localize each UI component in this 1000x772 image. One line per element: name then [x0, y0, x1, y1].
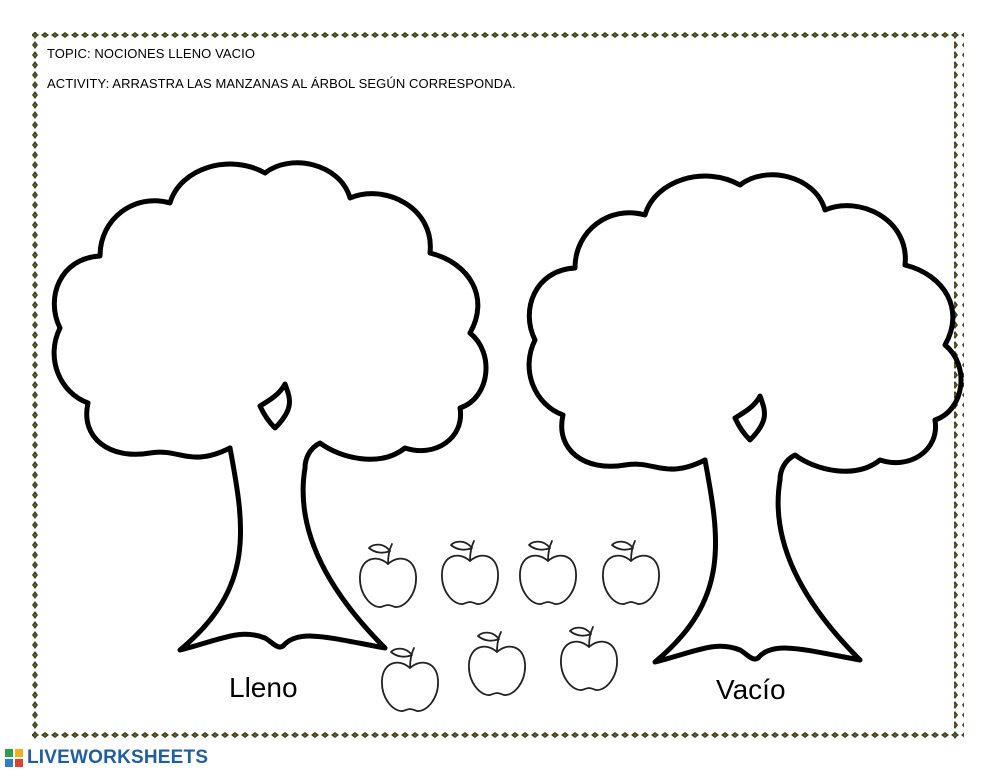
topic-text: TOPIC: NOCIONES LLENO VACIO	[47, 46, 256, 61]
draggable-apple-icon[interactable]	[556, 617, 622, 695]
draggable-apple-icon[interactable]	[464, 622, 530, 700]
activity-instruction: ACTIVITY: ARRASTRA LAS MANZANAS AL ÁRBOL…	[47, 76, 516, 91]
draggable-apple-icon[interactable]	[437, 531, 503, 609]
draggable-apple-icon[interactable]	[377, 638, 443, 716]
liveworksheets-logo-icon	[5, 749, 23, 767]
draggable-apple-icon[interactable]	[598, 531, 664, 609]
draggable-apple-icon[interactable]	[355, 534, 421, 612]
draggable-apple-icon[interactable]	[515, 531, 581, 609]
tree-vacio-drop-zone[interactable]	[515, 160, 975, 680]
tree-lleno-drop-zone[interactable]	[40, 148, 500, 668]
liveworksheets-branding: LIVEWORKSHEETS	[4, 746, 208, 770]
tree-label-vacio: Vacío	[716, 674, 786, 705]
tree-label-lleno: Lleno	[229, 672, 298, 703]
brand-name: LIVEWORKSHEETS	[27, 747, 209, 768]
